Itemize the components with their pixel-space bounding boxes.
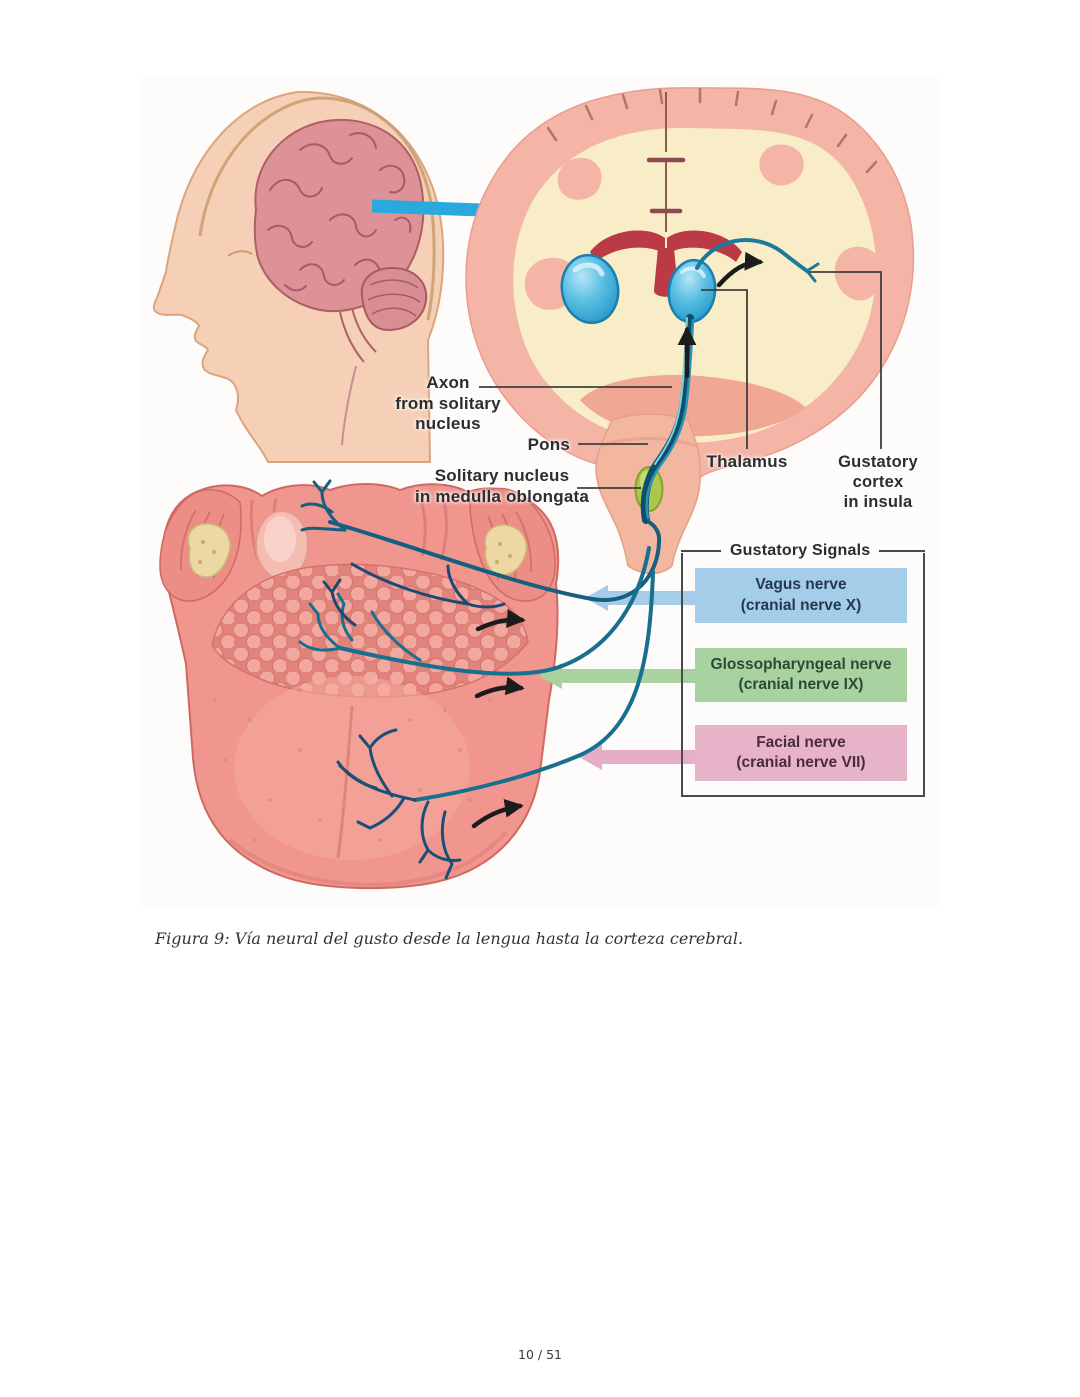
page-number: 10 / 51 [518,1347,562,1362]
label-gustatory-cortex: Gustatory cortex in insula [838,453,918,512]
tongue-illustration [159,483,560,890]
legend-item-facial-nerve: Facial nerve (cranial nerve VII) [695,725,907,781]
cortex-sulci-notches [546,87,878,174]
figure-illustration [152,87,915,890]
legend-item-vagus-nerve: Vagus nerve (cranial nerve X) [695,568,907,623]
tonsil-left [187,523,231,578]
legend-item-glossopharyngeal-nerve: Glossopharyngeal nerve (cranial nerve IX… [695,648,907,702]
nerve-pathways [298,238,820,880]
vagus-nerve-fiber [328,520,662,602]
gustatory-signals-legend: Gustatory Signals Vagus nerve (cranial n… [681,542,925,797]
label-axon-from-solitary-nucleus: Axon from solitary nucleus [395,373,501,434]
label-pons: Pons [527,435,570,454]
label-pointer-lines [479,271,882,489]
label-thalamus: Thalamus [706,452,788,471]
facial-nerve-fiber [413,570,655,802]
coronal-brain-illustration [465,87,915,479]
glossopharyngeal-nerve-fiber [338,546,651,676]
tongue-midline-groove [336,705,354,859]
head-profile-illustration [152,90,445,463]
thalamus-to-insula-fiber [695,238,809,273]
facial-arrow [579,744,695,770]
circumvallate-papillae [211,563,529,698]
label-solitary-nucleus: Solitary nucleus in medulla oblongata [414,466,589,506]
brain-sagittal [253,118,428,446]
legend-title: Gustatory Signals [681,542,925,560]
figure-caption: Figura 9: Vía neural del gusto desde la … [155,929,744,948]
signal-flow-arrows [471,251,764,829]
skull-outline [198,96,436,321]
